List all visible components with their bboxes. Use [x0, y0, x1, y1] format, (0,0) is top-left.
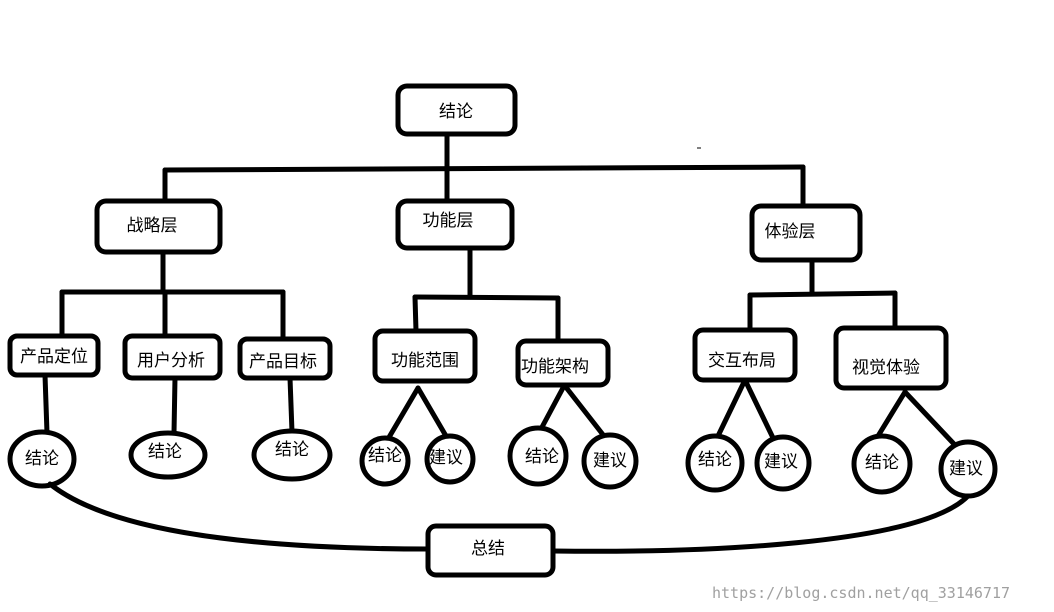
connector-line — [287, 375, 295, 435]
summary-label: 总结 — [471, 539, 505, 559]
child-box — [7, 333, 101, 378]
leaf-label: 结论 — [865, 453, 899, 473]
child-box — [237, 336, 333, 381]
summary-curve-right — [550, 493, 971, 554]
leaf-label: 结论 — [698, 450, 732, 470]
layer-node-experience: 体验层 — [749, 203, 863, 263]
child-node: 产品目标 — [237, 336, 333, 381]
leaf-circle — [359, 435, 411, 487]
leaf-node: 结论 — [851, 433, 913, 495]
leaf-node: 建议 — [754, 434, 812, 492]
root-box — [395, 83, 518, 137]
child-label: 视觉体验 — [852, 358, 920, 378]
summary-curve-left — [47, 481, 431, 552]
connector-line — [742, 377, 778, 445]
connector-line — [385, 385, 421, 442]
leaf-circle — [424, 433, 476, 485]
leaf-ellipse — [251, 428, 333, 482]
root-node: 结论 — [395, 83, 518, 137]
leaf-node: 结论 — [685, 433, 745, 493]
leaf-node: 结论 — [251, 428, 333, 482]
leaf-node: 建议 — [581, 432, 639, 490]
child-node: 交互布局 — [692, 327, 798, 383]
child-node: 功能范围 — [372, 328, 478, 384]
child-node: 产品定位 — [7, 333, 101, 378]
leaf-circle — [851, 433, 913, 495]
child-node: 用户分析 — [122, 333, 223, 381]
connector-line — [171, 375, 178, 436]
child-box — [372, 328, 478, 384]
layer-node-strategy: 战略层 — [94, 198, 223, 255]
connector-line — [747, 290, 898, 298]
layer-box — [94, 198, 223, 255]
child-label: 产品目标 — [249, 352, 317, 372]
summary-box — [425, 523, 556, 578]
layer-label: 功能层 — [423, 211, 474, 231]
connector-line — [902, 389, 957, 447]
connector-line — [715, 377, 748, 439]
leaf-label: 结论 — [148, 442, 182, 462]
connector-line — [412, 294, 419, 334]
leaf-node: 结论 — [128, 430, 208, 480]
connector-line — [162, 164, 806, 173]
leaf-ellipse — [7, 429, 77, 489]
leaf-ellipse — [128, 430, 208, 480]
layer-box — [749, 203, 863, 263]
leaf-node: 结论 — [507, 425, 569, 487]
connector-line — [562, 383, 607, 439]
child-label: 交互布局 — [708, 351, 776, 371]
child-node: 视觉体验 — [833, 325, 949, 391]
leaf-label: 结论 — [275, 440, 309, 460]
leaf-circle — [685, 433, 745, 493]
watermark-text: https://blog.csdn.net/qq_33146717 — [712, 584, 1010, 602]
layer-label: 体验层 — [765, 222, 816, 242]
child-node: 功能架构 — [515, 338, 611, 388]
layer-label: 战略层 — [127, 216, 178, 236]
connector-line — [875, 389, 908, 439]
leaf-circle — [507, 425, 569, 487]
leaf-node: 结论 — [359, 435, 411, 487]
leaf-node: 结论 — [7, 429, 77, 489]
child-box — [833, 325, 949, 391]
child-label: 功能范围 — [391, 351, 459, 371]
child-label: 功能架构 — [521, 357, 589, 377]
leaf-node: 建议 — [424, 433, 476, 485]
root-label: 结论 — [439, 102, 473, 122]
leaf-circle — [754, 434, 812, 492]
leaf-node: 建议 — [938, 439, 998, 499]
leaf-label: 建议 — [429, 448, 463, 468]
summary-node: 总结 — [425, 523, 556, 578]
leaf-label: 建议 — [949, 459, 983, 479]
leaf-label: 建议 — [764, 452, 798, 472]
leaf-circle — [581, 432, 639, 490]
child-label: 产品定位 — [20, 347, 88, 367]
layer-box — [395, 198, 515, 251]
leaf-label: 结论 — [368, 446, 402, 466]
connector-line — [42, 372, 50, 436]
leaf-label: 结论 — [25, 449, 59, 469]
connector-line — [412, 294, 561, 301]
leaf-label: 建议 — [593, 451, 627, 471]
child-label: 用户分析 — [137, 351, 205, 371]
layer-node-function: 功能层 — [395, 198, 515, 251]
connector-line — [538, 383, 567, 432]
connector-line — [415, 385, 449, 439]
leaf-label: 结论 — [525, 447, 559, 467]
